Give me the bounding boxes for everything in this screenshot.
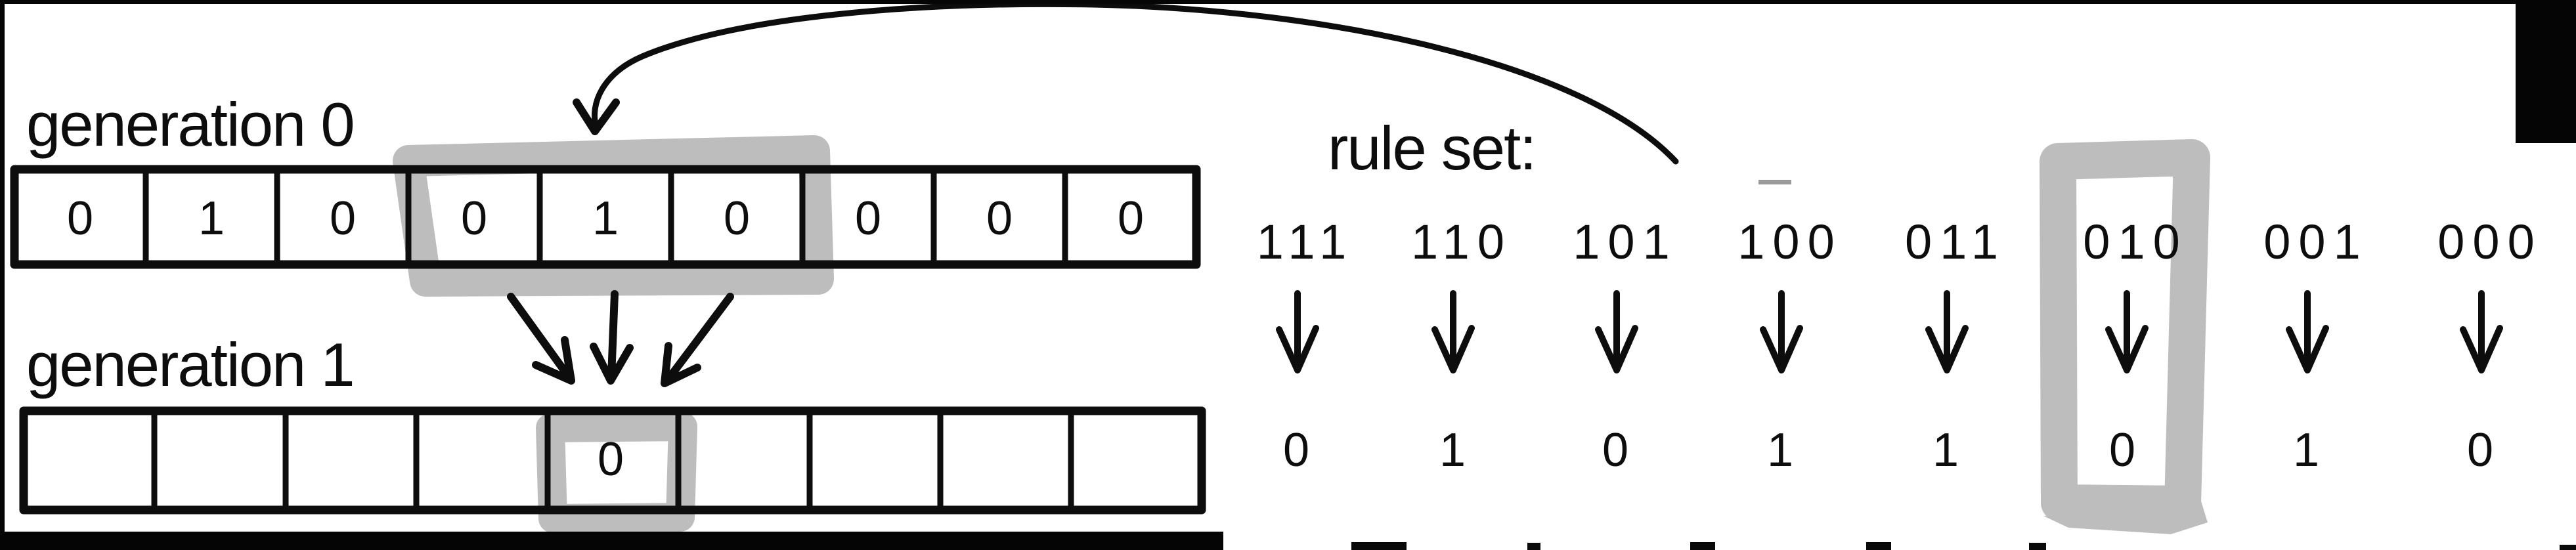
flow-arrow-right-icon (661, 293, 734, 387)
rule-pattern: 000 (2437, 215, 2542, 269)
rule-output: 1 (1932, 424, 1959, 476)
rule-output: 1 (1439, 424, 1466, 476)
generation1-label: generation 1 (26, 330, 354, 399)
scan-corner-black-block (2516, 0, 2576, 143)
curved-arrowhead-icon (573, 98, 620, 135)
generation1-cell-highlight (536, 412, 697, 533)
stray-pen-dash (1758, 180, 1791, 184)
gen0-cell-value: 0 (330, 192, 356, 245)
rule-output: 0 (2109, 424, 2135, 476)
flow-arrow-left-icon (507, 293, 575, 385)
rule-output: 0 (2467, 424, 2493, 476)
cropped-text-fragment (1690, 542, 1715, 550)
generation1-row: 0 (19, 406, 1206, 515)
generation0-label: generation 0 (26, 90, 354, 159)
rule-column-111: 111 0 (1257, 215, 1354, 476)
cropped-text-fragment (1527, 543, 1540, 550)
cropped-text-fragment (2029, 543, 2046, 550)
generation0-row-frame (10, 165, 1201, 269)
cropped-text-fragment (2560, 545, 2576, 550)
rule-column-001: 001 1 (2263, 215, 2368, 476)
gen0-cell-value: 1 (592, 192, 619, 245)
scan-edge-bottom-bar (0, 532, 1223, 550)
rule-arrow-icon (1598, 293, 1635, 370)
cropped-bottom-text (1351, 542, 2576, 550)
flow-arrow-center-icon (590, 290, 634, 385)
gen0-cell-value: 1 (198, 192, 225, 245)
rule-output: 1 (2293, 424, 2319, 476)
rule-column-000: 000 0 (2437, 215, 2542, 476)
gen0-cell-value: 0 (855, 192, 881, 245)
rule-arrow-icon (2289, 293, 2326, 370)
generation0-row-background (14, 169, 1196, 264)
cropped-text-fragment (1351, 542, 1407, 550)
rule-pattern: 100 (1737, 215, 1842, 269)
gen1-cell-value: 0 (598, 433, 624, 486)
neighborhood-to-cell-arrows (507, 290, 734, 387)
gen0-cell-value: 0 (67, 192, 93, 245)
generation1-row-frame (19, 406, 1206, 515)
rule-pattern: 110 (1411, 215, 1512, 269)
rule-set: 111 0 110 1 101 0 100 1 011 1 010 0 (1257, 215, 2542, 476)
rule-output: 0 (1602, 424, 1628, 476)
generation0-row: 0 1 0 0 1 0 0 0 0 (10, 165, 1201, 269)
rule-pattern: 101 (1573, 215, 1677, 269)
rule-010-highlight-tail (2043, 488, 2208, 534)
rule-arrow-icon (1279, 293, 1316, 370)
rule-arrow-icon (2463, 293, 2500, 370)
rule-arrow-icon (2108, 293, 2145, 370)
gen0-cell-value: 0 (1118, 192, 1144, 245)
gen0-cell-value: 0 (724, 192, 750, 245)
gen0-cell-value: 0 (986, 192, 1013, 245)
rule-arrow-icon (1435, 293, 1472, 370)
gen0-cell-value: 0 (461, 192, 487, 245)
rule-column-101: 101 0 (1573, 215, 1677, 476)
rule-arrow-icon (1763, 293, 1800, 370)
rule-arrow-icon (1929, 293, 1965, 370)
rule-pattern: 001 (2263, 215, 2368, 269)
cropped-text-fragment (1866, 542, 1891, 550)
scan-edge-top-bar (0, 0, 2518, 4)
rule-set-label: rule set: (1328, 114, 1535, 182)
rule-to-neighborhood-curve (573, 1, 1791, 184)
rule-pattern: 011 (1905, 215, 2006, 269)
rule-column-110: 110 1 (1411, 215, 1512, 476)
rule-column-100: 100 1 (1737, 215, 1842, 476)
scan-edge-left-bar (0, 0, 5, 550)
curved-arrow-icon (592, 1, 1679, 165)
rule-010-highlight (2040, 139, 2210, 522)
rule-output: 1 (1767, 424, 1793, 476)
rule-output: 0 (1283, 424, 1309, 476)
rule-column-011: 011 1 (1905, 215, 2006, 476)
rule-column-010: 010 0 (2083, 215, 2187, 476)
generation0-neighborhood-highlight (393, 135, 834, 297)
rule-pattern: 010 (2083, 215, 2187, 269)
rule-pattern: 111 (1257, 215, 1354, 269)
